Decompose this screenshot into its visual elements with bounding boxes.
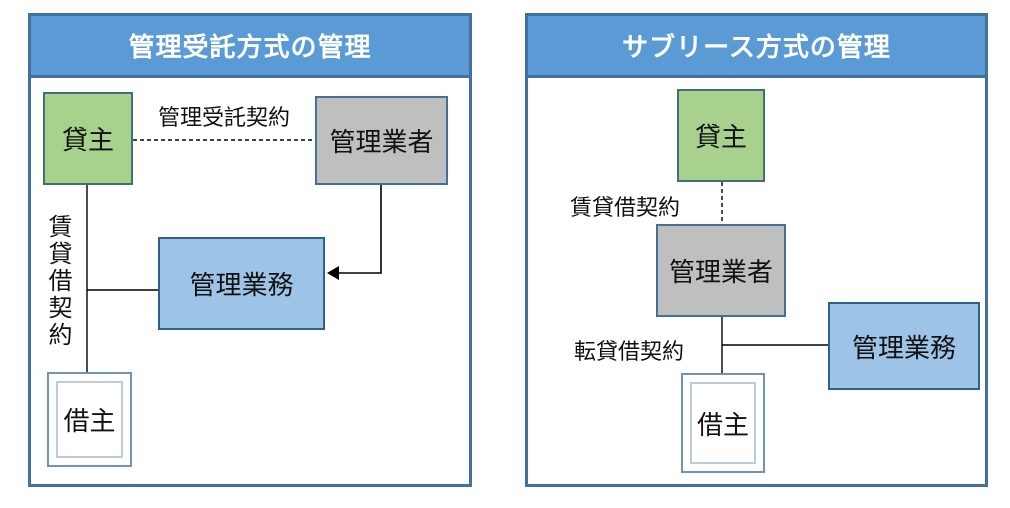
lessor-box: 貸主 (677, 89, 765, 182)
lessor-box: 貸主 (43, 92, 133, 185)
entrusted-panel-title: 管理受託方式の管理 (31, 16, 469, 78)
tenant-box: 借主 (681, 373, 765, 473)
sublease-management-panel: サブリース方式の管理 貸主 賃貸借契約 管理業者 転貸借契約 管理業務 借主 (525, 13, 988, 487)
management-work-label: 管理業務 (189, 270, 294, 300)
entrust-contract-label: 管理受託契約 (157, 105, 290, 130)
management-work-box: 管理業務 (828, 302, 980, 390)
tenant-box-inner-frame: 借主 (690, 382, 756, 464)
manager-box: 管理業者 (656, 224, 786, 317)
manager-to-work-arrowhead (327, 266, 339, 280)
manager-box: 管理業者 (315, 96, 448, 185)
tenant-box: 借主 (47, 372, 132, 467)
manager-label: 管理業者 (329, 127, 434, 157)
tenant-box-inner-frame: 借主 (56, 381, 123, 458)
sublease-contract-label: 転貸借契約 (573, 339, 684, 364)
manager-label: 管理業者 (668, 257, 773, 287)
lease-contract-vertical-label: 賃貸借契約 (44, 214, 71, 349)
lease-contract-label: 賃貸借契約 (569, 195, 680, 220)
management-work-box: 管理業務 (158, 237, 325, 330)
lessor-label: 貸主 (694, 122, 747, 152)
tenant-label: 借主 (696, 409, 749, 440)
sublease-panel-title: サブリース方式の管理 (528, 16, 985, 78)
management-work-label: 管理業務 (851, 332, 956, 363)
lessor-label: 貸主 (61, 125, 114, 155)
tenant-label: 借主 (63, 406, 116, 436)
manager-to-work-arrow-line (339, 185, 382, 274)
entrusted-management-panel: 管理受託方式の管理 貸主 管理受託契約 管理業者 管理業務 賃貸借契約 借主 (28, 13, 472, 487)
